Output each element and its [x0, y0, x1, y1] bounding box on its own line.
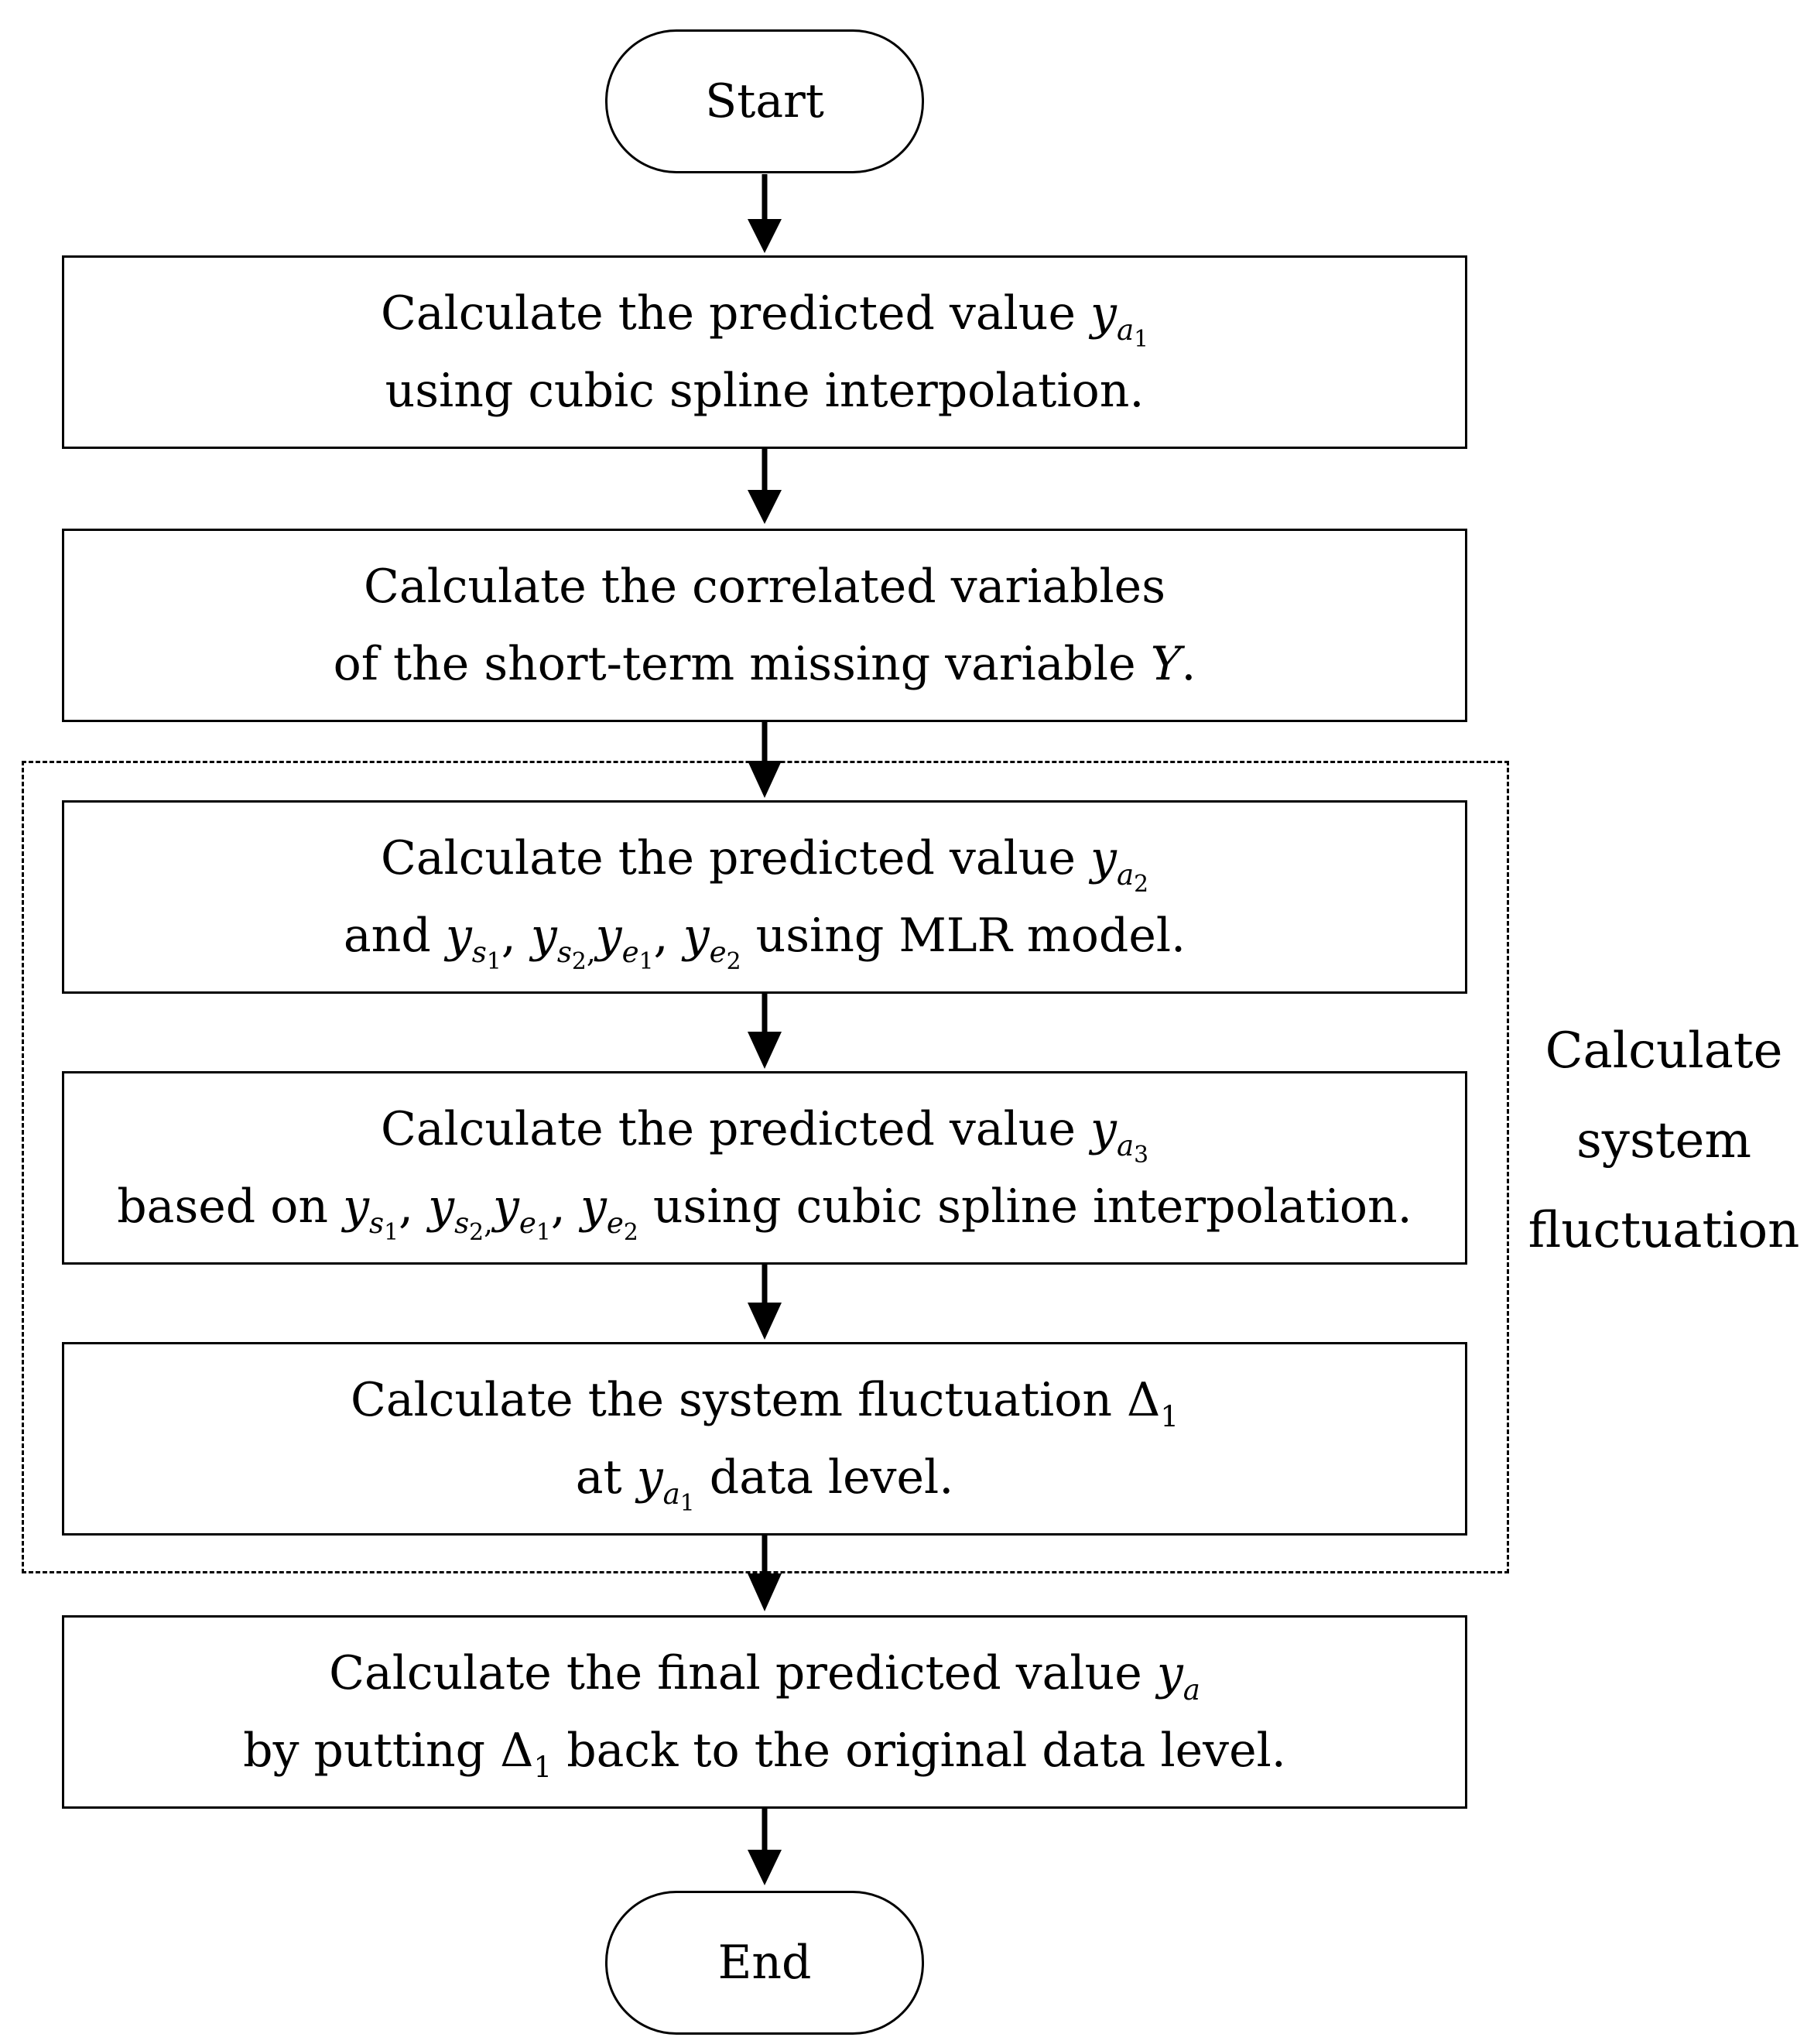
arrowhead — [748, 761, 782, 798]
step-3-line-2: and ys1, ys2,ye1, ye2 using MLR model. — [343, 909, 1186, 976]
group-label: Calculate system fluctuation — [1517, 1006, 1811, 1275]
arrowhead — [748, 1303, 782, 1340]
arrowhead — [748, 1032, 782, 1069]
group-label-line: system — [1576, 1112, 1752, 1169]
step-4-box: Calculate the predicted value ya3 based … — [62, 1071, 1467, 1265]
step-1-line-2: using cubic spline interpolation. — [385, 364, 1145, 418]
start-label: Start — [705, 74, 824, 128]
group-label-line: fluctuation — [1528, 1202, 1800, 1259]
arrowhead — [748, 1573, 782, 1611]
system-fluctuation-group — [22, 761, 1509, 1573]
start-terminal: Start — [605, 29, 924, 173]
step-5-box: Calculate the system fluctuation Δ1 at y… — [62, 1342, 1467, 1536]
step-3-line-1: Calculate the predicted value ya2 — [380, 831, 1149, 899]
step-4-line-2: based on ys1, ys2,ye1, ye2 using cubic s… — [117, 1179, 1412, 1247]
arrowhead — [748, 1850, 782, 1885]
step-6-line-1: Calculate the final predicted value ya — [329, 1646, 1200, 1707]
step-5-line-2: at ya1 data level. — [575, 1450, 954, 1518]
step-2-line-2: of the short-term missing variable Y. — [333, 637, 1196, 691]
step-1-box: Calculate the predicted value ya1 using … — [62, 255, 1467, 449]
arrowhead — [748, 219, 782, 253]
step-6-line-2: by putting Δ1 back to the original data … — [243, 1724, 1286, 1785]
end-label: End — [717, 1936, 812, 1990]
end-terminal: End — [605, 1891, 924, 2035]
step-1-line-1: Calculate the predicted value ya1 — [380, 286, 1149, 354]
arrowhead — [748, 490, 782, 524]
group-label-line: Calculate — [1545, 1022, 1783, 1080]
step-3-box: Calculate the predicted value ya2 and ys… — [62, 800, 1467, 994]
step-2-box: Calculate the correlated variables of th… — [62, 529, 1467, 722]
step-6-box: Calculate the final predicted value ya b… — [62, 1615, 1467, 1809]
step-4-line-1: Calculate the predicted value ya3 — [380, 1102, 1149, 1169]
step-5-line-1: Calculate the system fluctuation Δ1 — [350, 1373, 1179, 1434]
step-2-line-1: Calculate the correlated variables — [364, 560, 1165, 614]
